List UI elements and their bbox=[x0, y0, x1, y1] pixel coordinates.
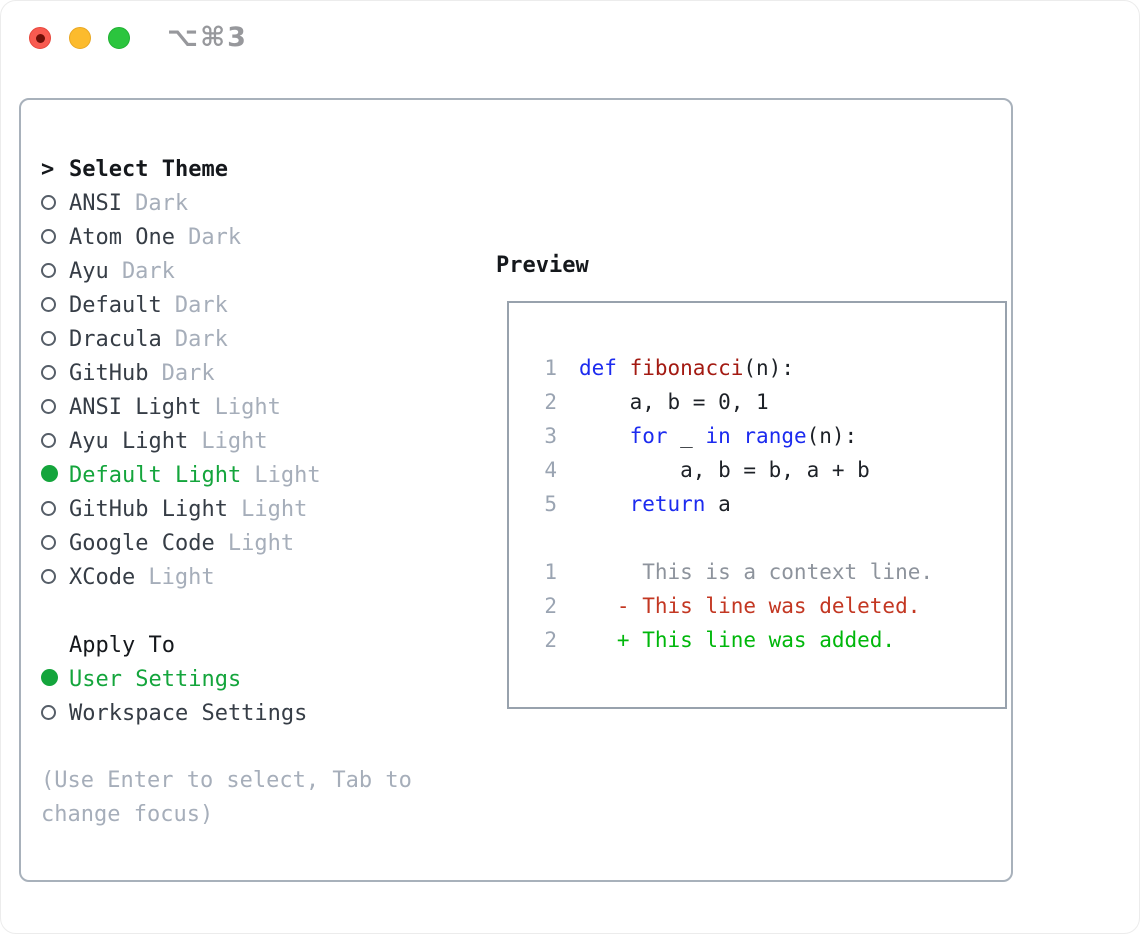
diff-line-added: 2 + This line was added. bbox=[517, 623, 997, 657]
radio-icon bbox=[41, 701, 69, 726]
theme-variant-badge: Dark bbox=[135, 190, 189, 216]
theme-option-ansi-light[interactable]: ANSI Light Light bbox=[41, 390, 486, 424]
theme-name: ANSI bbox=[69, 190, 122, 216]
theme-variant-badge: Light bbox=[214, 394, 281, 420]
code-line: 2 a, b = 0, 1 bbox=[517, 385, 997, 419]
theme-variant-badge: Dark bbox=[121, 258, 175, 284]
radio-icon bbox=[41, 497, 69, 522]
diff-text: + This line was added. bbox=[579, 628, 896, 652]
apply-to-header: Apply To bbox=[41, 628, 486, 662]
close-dot-icon bbox=[35, 33, 45, 43]
blank-line bbox=[517, 521, 997, 555]
line-number: 2 bbox=[544, 390, 557, 414]
theme-name: Default Light bbox=[69, 462, 242, 488]
theme-option-ansi[interactable]: ANSI Dark bbox=[41, 186, 486, 220]
theme-name: ANSI Light bbox=[69, 394, 202, 420]
theme-name: Atom One bbox=[69, 224, 175, 250]
code-line: 3 for _ in range(n): bbox=[517, 419, 997, 453]
focus-caret-icon: > bbox=[41, 156, 55, 182]
line-number: 2 bbox=[544, 594, 557, 618]
radio-icon bbox=[41, 565, 69, 590]
radio-icon bbox=[41, 531, 69, 556]
theme-variant-badge: Dark bbox=[174, 292, 228, 318]
theme-name: GitHub Light bbox=[69, 496, 228, 522]
theme-variant-badge: Light bbox=[227, 530, 295, 556]
diff-line-context: 1 This is a context line. bbox=[517, 555, 997, 589]
radio-icon bbox=[41, 395, 69, 420]
theme-option-github-light[interactable]: GitHub Light Light bbox=[41, 492, 486, 526]
titlebar: ⌥⌘3 bbox=[1, 1, 1139, 98]
line-number: 2 bbox=[544, 628, 557, 652]
radio-icon bbox=[41, 327, 69, 352]
theme-option-default[interactable]: Default Dark bbox=[41, 288, 486, 322]
theme-option-atom-one[interactable]: Atom One Dark bbox=[41, 220, 486, 254]
theme-name: Dracula bbox=[69, 326, 162, 352]
radio-icon bbox=[41, 225, 69, 250]
radio-icon bbox=[41, 361, 69, 386]
radio-icon bbox=[41, 259, 69, 284]
radio-selected-icon bbox=[41, 667, 69, 692]
code-text: return a bbox=[629, 492, 731, 516]
preview-header: Preview bbox=[496, 253, 589, 278]
theme-variant-badge: Dark bbox=[188, 224, 242, 250]
close-button[interactable] bbox=[29, 27, 51, 49]
select-theme-header: > Select Theme bbox=[41, 152, 486, 186]
radio-icon bbox=[41, 293, 69, 318]
apply-option-workspace-settings[interactable]: Workspace Settings bbox=[41, 696, 486, 730]
code-text: def fibonacci(n): bbox=[579, 356, 794, 380]
minimize-button[interactable] bbox=[69, 27, 91, 49]
diff-text: - This line was deleted. bbox=[579, 594, 921, 618]
line-number: 5 bbox=[544, 492, 557, 516]
window-shortcut-label: ⌥⌘3 bbox=[167, 22, 248, 53]
code-line: 5 return a bbox=[517, 487, 997, 521]
line-number: 3 bbox=[544, 424, 557, 448]
code-text: a, b = 0, 1 bbox=[579, 390, 769, 414]
radio-selected-icon bbox=[41, 463, 69, 488]
apply-option-label: User Settings bbox=[69, 666, 242, 692]
theme-variant-badge: Light bbox=[241, 496, 308, 522]
diff-line-deleted: 2 - This line was deleted. bbox=[517, 589, 997, 623]
theme-name: Google Code bbox=[69, 530, 215, 556]
radio-icon bbox=[41, 191, 69, 216]
theme-name: Ayu bbox=[69, 258, 109, 284]
code-line: 4 a, b = b, a + b bbox=[517, 453, 997, 487]
theme-name: XCode bbox=[69, 564, 136, 590]
code-text: for _ in range(n): bbox=[629, 424, 858, 448]
apply-option-label: Workspace Settings bbox=[69, 700, 308, 726]
line-number: 1 bbox=[544, 560, 557, 584]
theme-option-ayu-light[interactable]: Ayu Light Light bbox=[41, 424, 486, 458]
theme-option-xcode[interactable]: XCode Light bbox=[41, 560, 486, 594]
line-number: 4 bbox=[544, 458, 557, 482]
theme-name: Ayu Light bbox=[69, 428, 189, 454]
theme-option-dracula[interactable]: Dracula Dark bbox=[41, 322, 486, 356]
radio-icon bbox=[41, 429, 69, 454]
apply-to-title: Apply To bbox=[69, 632, 175, 658]
theme-variant-badge: Light bbox=[148, 564, 215, 590]
diff-text: This is a context line. bbox=[579, 560, 934, 584]
theme-variant-badge: Light bbox=[254, 462, 321, 488]
theme-variant-badge: Dark bbox=[174, 326, 228, 352]
line-number: 1 bbox=[544, 356, 557, 380]
theme-option-default-light[interactable]: Default Light Light bbox=[41, 458, 486, 492]
theme-option-github[interactable]: GitHub Dark bbox=[41, 356, 486, 390]
theme-name: Default bbox=[69, 292, 162, 318]
select-theme-title: Select Theme bbox=[69, 156, 228, 182]
code-line: 1 def fibonacci(n): bbox=[517, 351, 997, 385]
theme-option-google-code[interactable]: Google Code Light bbox=[41, 526, 486, 560]
theme-name: GitHub bbox=[69, 360, 149, 386]
keyboard-hint: (Use Enter to select, Tab to change focu… bbox=[41, 768, 426, 827]
code-text: a, b = b, a + b bbox=[579, 458, 870, 482]
maximize-button[interactable] bbox=[108, 27, 130, 49]
theme-variant-badge: Light bbox=[201, 428, 268, 454]
theme-option-ayu[interactable]: Ayu Dark bbox=[41, 254, 486, 288]
theme-variant-badge: Dark bbox=[161, 360, 215, 386]
apply-option-user-settings[interactable]: User Settings bbox=[41, 662, 486, 696]
diff-preview: 1 This is a context line.2 - This line w… bbox=[517, 555, 997, 657]
